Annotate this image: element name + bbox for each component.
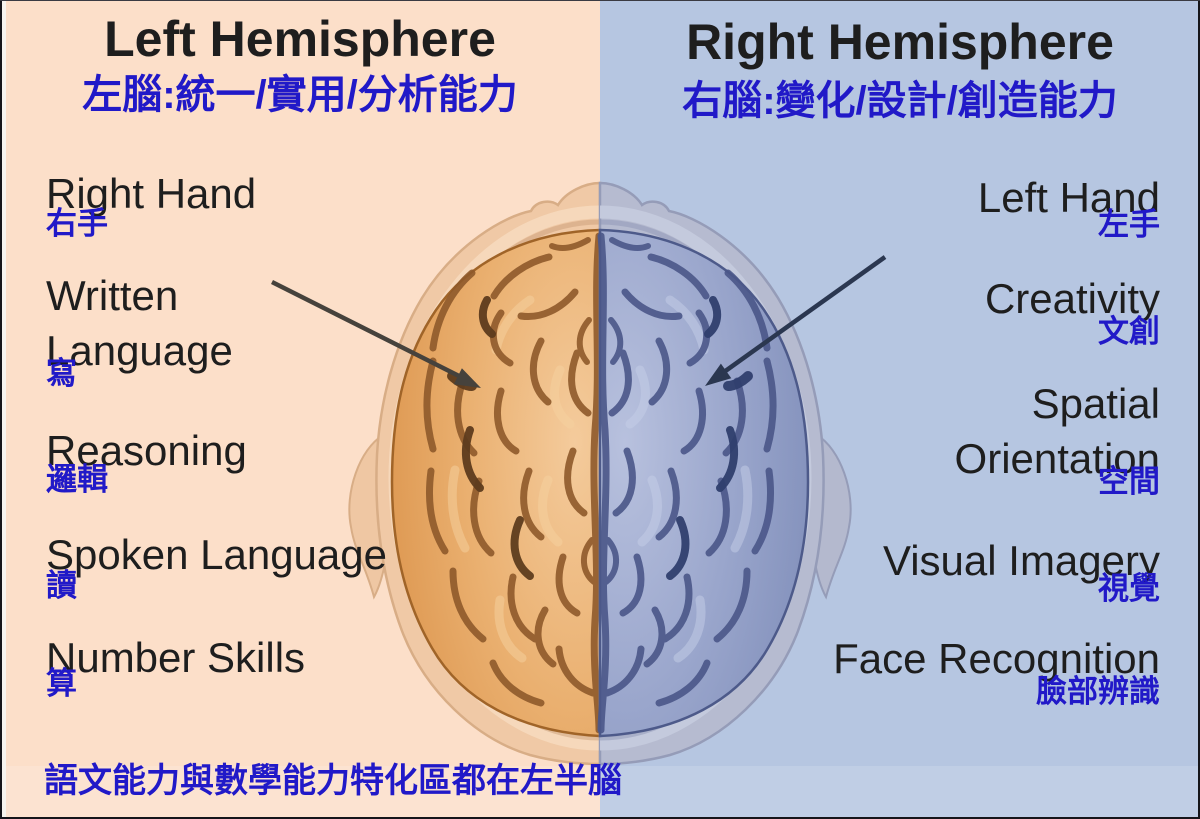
right-hemisphere-title: Right Hemisphere bbox=[686, 14, 1114, 70]
label-creativity: Creativity bbox=[984, 275, 1160, 322]
frame-edge-top bbox=[0, 0, 1200, 1]
frame-edge-bottom bbox=[0, 817, 1200, 819]
label-spatial-orientation-zh: 空間 bbox=[1098, 464, 1160, 499]
label-visual-imagery: Visual Imagery bbox=[882, 537, 1160, 584]
left-hemisphere bbox=[348, 181, 600, 766]
bottom-shade-band bbox=[0, 766, 1200, 819]
label-number-skills-zh: 算 bbox=[46, 666, 77, 701]
label-spatial-orientation: Spatial Orientation bbox=[954, 380, 1160, 482]
right-hemisphere-subtitle: 右腦:變化/設計/創造能力 bbox=[682, 79, 1118, 123]
left-brain-footnote: 語文能力與數學能力特化區都在左半腦 bbox=[44, 762, 622, 800]
right-hemisphere bbox=[600, 181, 852, 766]
label-face-recognition: Face Recognition bbox=[833, 635, 1160, 682]
frame-edge-right bbox=[1198, 0, 1200, 819]
label-written-language-zh: 寫 bbox=[46, 356, 77, 391]
left-annotation-arrow-icon bbox=[270, 279, 481, 388]
label-number-skills: Number Skills bbox=[46, 634, 306, 681]
left-hemisphere-subtitle: 左腦:統一/實用/分析能力 bbox=[82, 73, 518, 117]
label-written-language: Written Language bbox=[46, 272, 233, 374]
left-hemisphere-title: Left Hemisphere bbox=[104, 11, 496, 67]
label-spoken-language-zh: 讀 bbox=[46, 568, 77, 603]
label-spoken-language: Spoken Language bbox=[46, 531, 387, 578]
label-face-recognition-zh: 臉部辨識 bbox=[1036, 674, 1160, 709]
label-creativity-zh: 文創 bbox=[1098, 314, 1160, 349]
frame-edge-left bbox=[0, 0, 2, 819]
frame-edge-left-inner bbox=[2, 0, 6, 819]
label-right-hand-zh: 右手 bbox=[46, 206, 108, 241]
label-left-hand: Left Hand bbox=[977, 174, 1160, 221]
label-reasoning-zh: 邏輯 bbox=[46, 462, 108, 497]
label-left-hand-zh: 左手 bbox=[1098, 207, 1160, 242]
label-reasoning: Reasoning bbox=[46, 427, 247, 474]
right-annotation-arrow-icon bbox=[705, 255, 887, 386]
label-right-hand: Right Hand bbox=[46, 170, 257, 217]
label-visual-imagery-zh: 視覺 bbox=[1098, 571, 1160, 606]
